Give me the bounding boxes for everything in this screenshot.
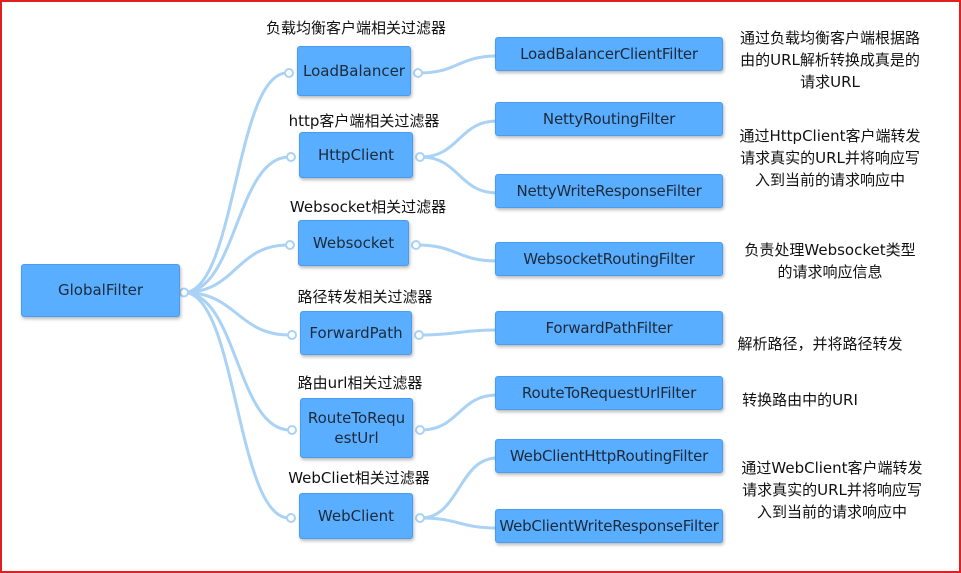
branch-connector-5-0 bbox=[419, 456, 499, 520]
description-routetorequesturl: 转换路由中的URI bbox=[742, 391, 858, 409]
root-connector-1 bbox=[182, 155, 291, 294]
branch-connector-3-0 bbox=[418, 328, 499, 337]
category-label-loadbalancer: 负载均衡客户端相关过滤器 bbox=[265, 19, 447, 37]
root-connector-knob-0 bbox=[284, 68, 294, 78]
filter-node-loadbalancerclientfilter: LoadBalancerClientFilter bbox=[495, 37, 723, 71]
branch-connector-2-0 bbox=[415, 243, 499, 263]
category-node-httpclient: HttpClient bbox=[299, 132, 413, 178]
root-connector-3 bbox=[182, 291, 292, 337]
branch-connector-knob-0 bbox=[413, 68, 423, 78]
branch-connector-knob-2 bbox=[411, 240, 421, 250]
category-label-routetorequesturl: 路由url相关过滤器 bbox=[297, 374, 423, 392]
root-node-globalfilter: GlobalFilter bbox=[21, 264, 180, 317]
filter-node-webclientwriteresponsefilter: WebClientWriteResponseFilter bbox=[495, 509, 723, 543]
root-connector-2 bbox=[182, 243, 290, 294]
description-webclient: 通过WebClient客户端转发 请求真实的URL并将响应写 入到当前的请求响应… bbox=[741, 459, 923, 521]
filter-node-webclienthttproutingfilter: WebClientHttpRoutingFilter bbox=[495, 439, 723, 473]
category-node-forwardpath: ForwardPath bbox=[300, 311, 412, 355]
description-httpclient: 通过HttpClient客户端转发 请求真实的URL并将响应写 入到当前的请求响… bbox=[739, 127, 921, 189]
category-node-websocket: Websocket bbox=[298, 220, 409, 266]
root-connector-knob-3 bbox=[287, 330, 297, 340]
root-connector-5 bbox=[182, 291, 291, 520]
category-node-loadbalancer: LoadBalancer bbox=[297, 46, 411, 96]
root-connector-knob bbox=[179, 287, 189, 298]
category-label-websocket: Websocket相关过滤器 bbox=[289, 198, 447, 216]
description-forwardpath: 解析路径，并将路径转发 bbox=[737, 335, 903, 353]
description-websocket: 负责处理Websocket类型 的请求响应信息 bbox=[744, 241, 916, 281]
branch-connector-knob-5 bbox=[415, 513, 425, 523]
category-node-webclient: WebClient bbox=[299, 493, 413, 539]
filter-node-nettyroutingfilter: NettyRoutingFilter bbox=[495, 102, 723, 136]
category-node-routetorequesturl: RouteToRequ estUrl bbox=[300, 398, 413, 458]
root-connector-knob-1 bbox=[286, 152, 296, 162]
branch-connector-5-1 bbox=[419, 516, 499, 530]
branch-connector-knob-4 bbox=[415, 425, 425, 435]
root-connector-knob-5 bbox=[286, 513, 296, 523]
filter-node-websocketroutingfilter: WebsocketRoutingFilter bbox=[495, 242, 723, 276]
branch-connector-0-0 bbox=[417, 54, 499, 75]
root-connector-knob-2 bbox=[285, 240, 295, 250]
category-label-forwardpath: 路径转发相关过滤器 bbox=[297, 288, 433, 306]
root-connector-4 bbox=[182, 291, 292, 432]
filter-node-forwardpathfilter: ForwardPathFilter bbox=[495, 311, 723, 345]
root-connector-0 bbox=[182, 71, 289, 294]
filter-node-nettywriteresponsefilter: NettyWriteResponseFilter bbox=[495, 174, 723, 208]
branch-connector-4-0 bbox=[419, 393, 499, 432]
branch-connector-knob-3 bbox=[414, 330, 424, 340]
root-connector-knob-4 bbox=[287, 425, 297, 435]
branch-connector-1-1 bbox=[419, 155, 499, 195]
filter-node-routetorequesturlfilter: RouteToRequestUrlFilter bbox=[495, 376, 723, 410]
category-label-httpclient: http客户端相关过滤器 bbox=[288, 112, 440, 130]
description-loadbalancer: 通过负载均衡客户端根据路 由的URL解析转换成真是的 请求URL bbox=[739, 29, 920, 91]
branch-connector-knob-1 bbox=[415, 152, 425, 162]
category-label-webclient: WebCliet相关过滤器 bbox=[288, 469, 430, 487]
